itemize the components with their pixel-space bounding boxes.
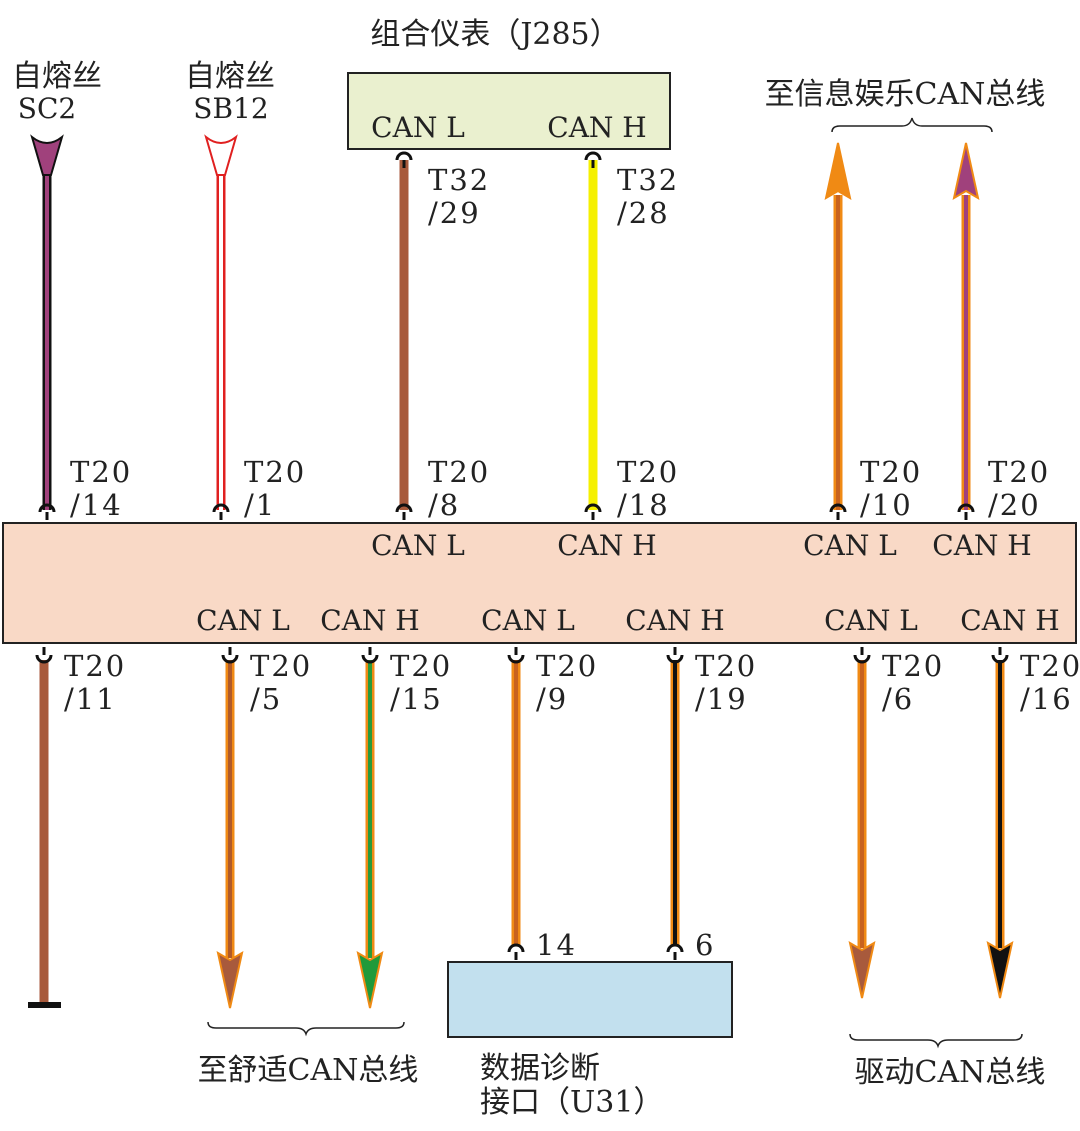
fuse-sc2-terminal-icon [30, 134, 64, 176]
pin-label: T20 [536, 649, 598, 683]
comfort-brace [207, 1021, 405, 1037]
infotainment-can-label: 至信息娱乐CAN总线 [765, 77, 1046, 112]
pin-label: T20 [70, 455, 132, 489]
box-can-label: CAN L [481, 604, 575, 637]
fuse-sb12-code: SB12 [193, 92, 268, 125]
pin-label: T20 [428, 455, 490, 489]
cluster-pin-number: /29 [428, 196, 481, 230]
pin-number: /18 [617, 488, 670, 522]
connector-icon [666, 647, 684, 664]
pin-label: T20 [860, 455, 922, 489]
connector-icon [38, 503, 56, 520]
u31-label-line2: 接口（U31） [480, 1085, 663, 1120]
connector-icon [395, 151, 413, 168]
connector-icon [212, 503, 230, 520]
comfort-can-label: 至舒适CAN总线 [198, 1053, 419, 1088]
fuse-sb12-label: 自熔丝 [185, 59, 275, 94]
arrow-up-icon [824, 142, 852, 201]
box-can-label: CAN L [824, 604, 918, 637]
pin-number: /16 [1020, 682, 1073, 716]
diagnostic-connector-box[interactable] [447, 961, 733, 1038]
fuse-sb12-terminal-icon [204, 134, 238, 176]
pin-label: T20 [988, 455, 1050, 489]
connector-icon [361, 647, 379, 664]
pin-number: /6 [882, 682, 914, 716]
box-can-label: CAN H [932, 529, 1031, 562]
j285-can-h-label: CAN H [547, 111, 646, 144]
pin-number: /20 [988, 488, 1041, 522]
arrow-up-icon [952, 142, 980, 201]
fuse-sc2-label: 自熔丝 [12, 59, 102, 94]
connector-icon [991, 647, 1009, 664]
box-can-label: CAN H [557, 529, 656, 562]
cluster-pin-number: /28 [617, 196, 670, 230]
box-can-label: CAN H [960, 604, 1059, 637]
pin-number: /8 [428, 488, 460, 522]
connector-icon [35, 647, 53, 664]
pin-label: T20 [250, 649, 312, 683]
cluster-pin-label: T32 [617, 163, 679, 197]
j285-can-l-label: CAN L [371, 111, 465, 144]
ground-icon [28, 1002, 61, 1008]
pin-number: /11 [64, 682, 117, 716]
pin-number: /14 [70, 488, 123, 522]
pin-label: T20 [1020, 649, 1080, 683]
arrow-down-icon [216, 950, 244, 1009]
connector-icon [507, 647, 525, 664]
connector-icon [584, 503, 602, 520]
fuse-sc2-code: SC2 [18, 92, 76, 125]
pin-number: /15 [390, 682, 443, 716]
arrow-down-icon [848, 940, 876, 999]
pin-number: /5 [250, 682, 282, 716]
connector-icon [584, 151, 602, 168]
pin-label: T20 [244, 455, 306, 489]
connector-icon [395, 503, 413, 520]
box-can-label: CAN L [196, 604, 290, 637]
pin-label: T20 [390, 649, 452, 683]
connector-icon [829, 503, 847, 520]
arrow-down-icon [986, 940, 1014, 999]
instrument-cluster-box[interactable] [347, 72, 671, 150]
connector-icon [507, 943, 525, 960]
gateway-module-box[interactable] [2, 522, 1077, 644]
u31-pin-number: 6 [695, 928, 715, 962]
pin-label: T20 [695, 649, 757, 683]
box-can-label: CAN H [625, 604, 724, 637]
pin-number: /10 [860, 488, 913, 522]
drive-can-label: 驱动CAN总线 [855, 1055, 1046, 1090]
connector-icon [853, 647, 871, 664]
drive-brace [849, 1033, 1023, 1049]
pin-label: T20 [882, 649, 944, 683]
pin-label: T20 [617, 455, 679, 489]
wires-layer [28, 134, 1014, 1009]
arrow-down-icon [356, 950, 384, 1009]
instrument-cluster-title: 组合仪表（J285） [370, 17, 619, 52]
u31-label-line1: 数据诊断 [480, 1051, 600, 1086]
connector-icon [666, 943, 684, 960]
box-can-label: CAN H [320, 604, 419, 637]
box-can-label: CAN L [371, 529, 465, 562]
connector-icon [221, 647, 239, 664]
u31-pin-number: 14 [536, 928, 577, 962]
connector-icon [957, 503, 975, 520]
pin-number: /1 [244, 488, 276, 522]
box-can-label: CAN L [803, 529, 897, 562]
cluster-pin-label: T32 [428, 163, 490, 197]
pin-label: T20 [64, 649, 126, 683]
pin-number: /19 [695, 682, 748, 716]
pin-number: /9 [536, 682, 568, 716]
infotainment-brace [831, 117, 993, 133]
